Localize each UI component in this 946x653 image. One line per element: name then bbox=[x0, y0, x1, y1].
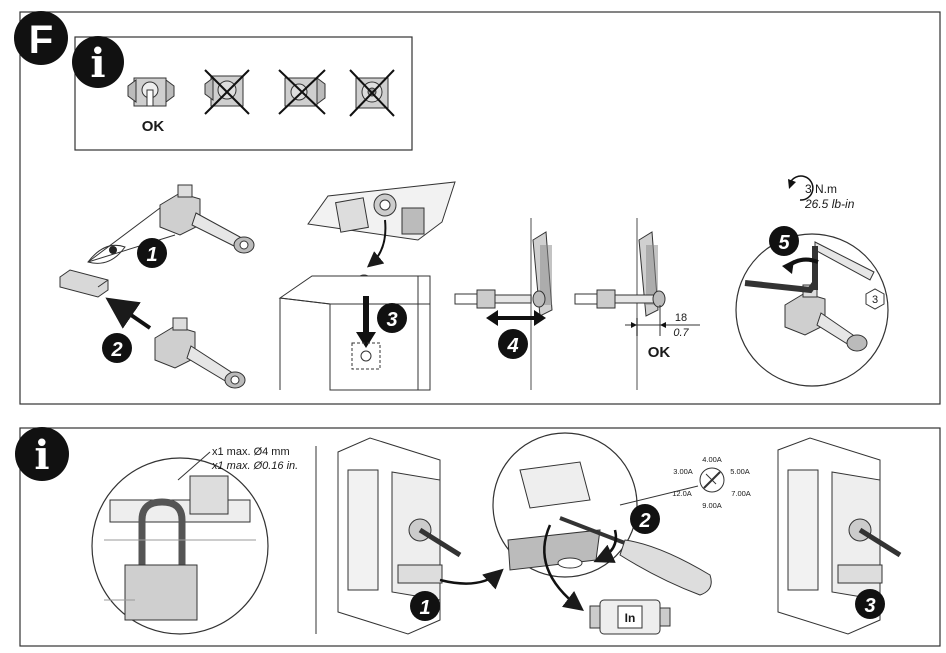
step-1-badge bbox=[137, 238, 167, 268]
motor-icon: In bbox=[589, 599, 671, 635]
step-5-illustration: 3 N.m 26.5 lb-in 5 3 bbox=[735, 175, 889, 387]
padlock-note-in: x1 max. Ø0.16 in. bbox=[211, 460, 298, 472]
info-icon bbox=[72, 36, 124, 88]
connector-wrong-icon-1 bbox=[204, 69, 250, 115]
ok-label: OK bbox=[142, 118, 165, 135]
svg-text:9.00A: 9.00A bbox=[702, 501, 722, 510]
step-2-badge bbox=[102, 333, 132, 363]
svg-text:4: 4 bbox=[506, 335, 518, 357]
padlock-detail: x1 max. Ø4 mm x1 max. Ø0.16 in. bbox=[91, 446, 298, 635]
svg-text:1: 1 bbox=[146, 244, 157, 266]
dimension-inch: 0.7 bbox=[673, 327, 689, 339]
padlock-note-mm: x1 max. Ø4 mm bbox=[212, 446, 290, 458]
svg-text:i: i bbox=[90, 40, 105, 87]
step-3-illustration: 3 bbox=[278, 181, 456, 391]
step-2-badge-bottom bbox=[630, 504, 660, 534]
section-badge: F bbox=[14, 11, 68, 65]
svg-text:i: i bbox=[34, 432, 49, 479]
step-3-badge bbox=[377, 303, 407, 333]
connector-wrong-icon-3 bbox=[349, 69, 395, 117]
breaker-step-1: 1 bbox=[337, 437, 504, 635]
svg-text:2: 2 bbox=[110, 339, 122, 361]
info-badge-bottom: i bbox=[15, 427, 69, 481]
connector-wrong-icon-2 bbox=[278, 69, 326, 115]
step-4-illustration: 4 18 0.7 OK bbox=[454, 218, 700, 390]
svg-text:3.00A: 3.00A bbox=[673, 467, 693, 476]
svg-text:2: 2 bbox=[638, 510, 650, 532]
bottom-panel: i x1 max. Ø4 mm x1 max. Ø0.16 in. 1 bbox=[15, 427, 941, 647]
step-1-2-illustration: 1 2 bbox=[59, 184, 255, 389]
ok-label-step4: OK bbox=[648, 344, 671, 361]
step-4-badge bbox=[498, 329, 528, 359]
svg-text:4.00A: 4.00A bbox=[702, 455, 722, 464]
svg-text:5: 5 bbox=[778, 232, 790, 254]
dial-adjust-detail: 2 4.00A 5.00A 3.00A 7.00A 12.0A 9.00A In bbox=[492, 432, 751, 635]
motor-label: In bbox=[625, 611, 636, 625]
svg-text:7.00A: 7.00A bbox=[731, 489, 751, 498]
insert-piece bbox=[59, 269, 109, 298]
step-3-badge-bottom bbox=[855, 589, 885, 619]
hex-size: 3 bbox=[872, 294, 878, 306]
info-box: i OK bbox=[72, 36, 413, 151]
dimension-mm: 18 bbox=[675, 312, 687, 324]
step-5-badge bbox=[769, 226, 799, 256]
svg-text:3: 3 bbox=[864, 595, 875, 617]
svg-text:3: 3 bbox=[386, 309, 397, 331]
hex-key-icon bbox=[865, 288, 885, 310]
current-dial bbox=[699, 467, 725, 493]
svg-text:5.00A: 5.00A bbox=[730, 467, 750, 476]
svg-text:1: 1 bbox=[419, 597, 430, 619]
section-letter: F bbox=[29, 18, 53, 62]
breaker-step-3: 3 bbox=[777, 437, 902, 635]
torque-nm: 3 N.m bbox=[805, 182, 837, 196]
torque-lbin: 26.5 lb-in bbox=[804, 197, 855, 211]
top-panel: F i OK bbox=[14, 11, 941, 405]
step-1-badge-bottom bbox=[410, 591, 440, 621]
svg-text:12.0A: 12.0A bbox=[672, 489, 692, 498]
connector-ok-icon bbox=[127, 77, 175, 107]
